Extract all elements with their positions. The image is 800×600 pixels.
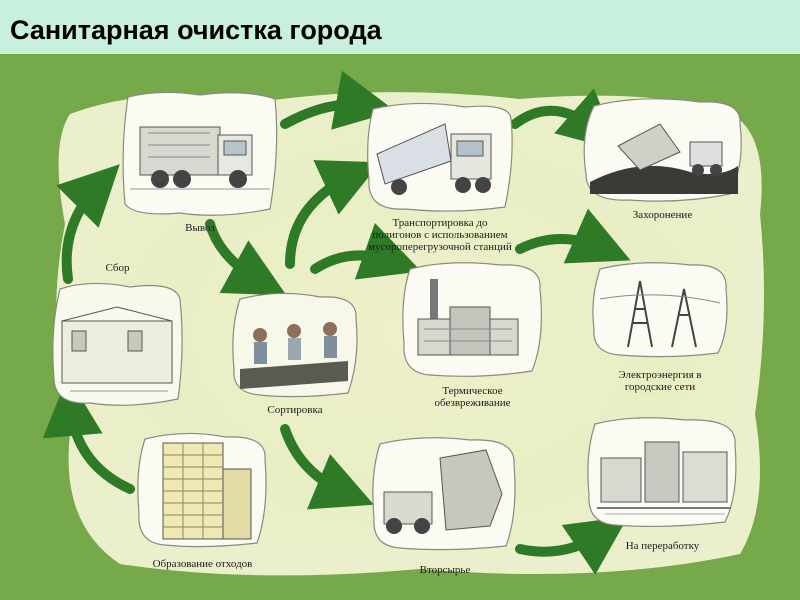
node-sbor: Сбор bbox=[50, 262, 185, 409]
node-label: Электроэнергия в городские сети bbox=[550, 369, 770, 393]
node-termicheskoe: Термическое обезвреживание bbox=[400, 259, 545, 409]
arrow-sortirovka-to-termicheskoe bbox=[310, 223, 422, 280]
transport-truck-icon bbox=[367, 102, 513, 212]
arrow-obrazovanie-to-sbor bbox=[42, 376, 135, 494]
node-obrazovanie: Образование отходов bbox=[135, 429, 270, 570]
node-vtorsyrie: Вторсырье bbox=[370, 434, 520, 576]
diagram-board: Вывоз Сбор Транспортировка до полигонов … bbox=[0, 54, 800, 600]
node-zahoronenie: Захоронение bbox=[580, 94, 745, 221]
node-label: На переработку bbox=[625, 540, 700, 552]
apartment-building-icon bbox=[137, 432, 267, 548]
node-label: Транспортировка до полигонов с использов… bbox=[325, 217, 555, 253]
arrow-sortirovka-to-transport bbox=[285, 160, 381, 269]
slide-title: Санитарная очистка города bbox=[10, 15, 382, 45]
power-line-icon bbox=[592, 262, 728, 358]
label-line: Термическое bbox=[442, 385, 503, 397]
recycled-materials-icon bbox=[372, 437, 516, 551]
label-line: Электроэнергия в bbox=[618, 369, 702, 381]
node-vyvoz: Вывоз bbox=[120, 89, 280, 234]
node-label: Термическое обезвреживание bbox=[360, 385, 585, 409]
arrow-termicheskoe-to-elektro bbox=[515, 208, 631, 264]
node-transport: Транспортировка до полигонов с использов… bbox=[365, 99, 515, 253]
label-line: городские сети bbox=[624, 381, 696, 393]
node-label: Сбор bbox=[105, 262, 130, 274]
node-label: Сортировка bbox=[267, 404, 323, 416]
arrow-vyvoz-to-transport bbox=[280, 70, 396, 130]
arrow-vtorsyrie-to-pererabotka bbox=[515, 516, 629, 575]
label-line: Транспортировка до bbox=[392, 217, 488, 229]
title-bar: Санитарная очистка города bbox=[0, 0, 800, 54]
landfill-icon bbox=[583, 98, 742, 202]
garbage-truck-icon bbox=[122, 91, 278, 216]
collection-point-icon bbox=[52, 282, 183, 406]
label-line: полигонов с использованием bbox=[372, 229, 508, 241]
arrow-vyvoz-to-sortirovka bbox=[205, 219, 287, 296]
node-label: Вывоз bbox=[185, 222, 215, 234]
arrow-sortirovka-to-vtorsyrie bbox=[280, 424, 374, 510]
node-label: Вторсырье bbox=[419, 564, 471, 576]
node-pererabotka: На переработку bbox=[585, 414, 740, 552]
arrow-sbor-to-vyvoz bbox=[56, 164, 120, 284]
label-line: мусороперегрузочной станций bbox=[368, 241, 512, 253]
node-label: Захоронение bbox=[632, 209, 693, 221]
flow-arrows bbox=[42, 70, 631, 575]
node-elektro: Электроэнергия в городские сети bbox=[590, 259, 730, 393]
node-label: Образование отходов bbox=[152, 558, 253, 570]
node-sortirovka: Сортировка bbox=[230, 289, 360, 416]
sorting-workers-icon bbox=[232, 292, 358, 398]
incineration-plant-icon bbox=[402, 262, 542, 377]
label-line: обезвреживание bbox=[434, 397, 511, 409]
recycling-factory-icon bbox=[587, 417, 737, 528]
